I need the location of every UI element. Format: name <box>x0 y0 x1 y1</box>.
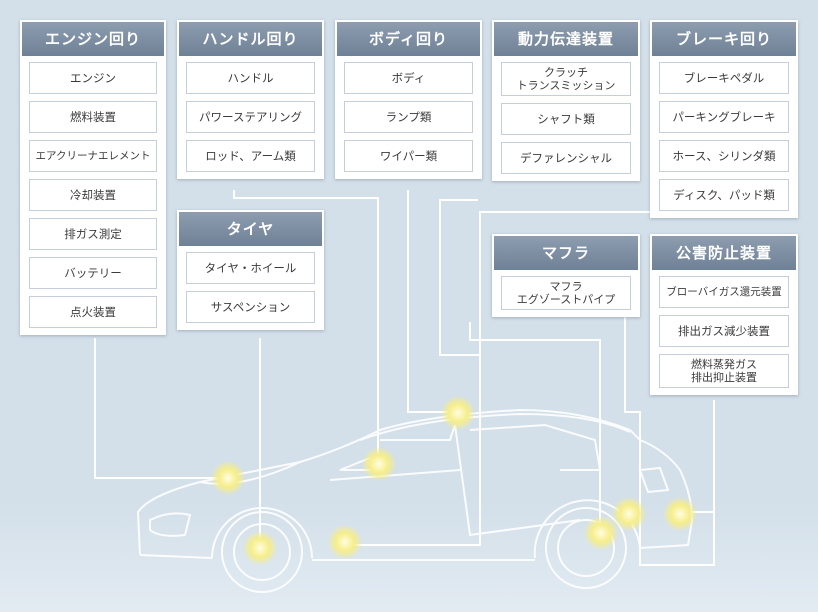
highlight-emission <box>663 497 697 531</box>
panel-title: ボディ回り <box>337 22 480 56</box>
list-item[interactable]: パーキングブレーキ <box>659 101 789 133</box>
list-item[interactable]: 排ガス測定 <box>29 218 157 250</box>
list-item[interactable]: ランプ類 <box>344 101 473 133</box>
list-item[interactable]: エンジン <box>29 62 157 94</box>
panel-muffler: マフラ マフラ エグゾーストパイプ <box>492 234 640 317</box>
list-item[interactable]: ブレーキペダル <box>659 62 789 94</box>
highlight-engine <box>211 461 245 495</box>
list-item[interactable]: サスペンション <box>186 291 315 323</box>
list-item[interactable]: バッテリー <box>29 257 157 289</box>
list-item[interactable]: 燃料蒸発ガス 排出抑止装置 <box>659 354 789 388</box>
list-item[interactable]: マフラ エグゾーストパイプ <box>501 276 631 310</box>
highlight-tire <box>243 531 277 565</box>
list-item[interactable]: 燃料装置 <box>29 101 157 133</box>
panel-title: エンジン回り <box>22 22 164 56</box>
list-item[interactable]: エアクリーナエレメント <box>29 140 157 172</box>
panel-title: ブレーキ回り <box>652 22 796 56</box>
list-item[interactable]: ハンドル <box>186 62 315 94</box>
panel-body: ボディ回り ボディ ランプ類 ワイパー類 <box>335 20 482 179</box>
highlight-handle <box>362 447 396 481</box>
list-item[interactable]: シャフト類 <box>501 103 631 135</box>
list-item[interactable]: タイヤ・ホイール <box>186 252 315 284</box>
panel-emission: 公害防止装置 ブローバイガス還元装置 排出ガス減少装置 燃料蒸発ガス 排出抑止装… <box>650 234 798 395</box>
highlight-body <box>441 396 475 430</box>
panel-title: 公害防止装置 <box>652 236 796 270</box>
highlight-drivetrain <box>328 525 362 559</box>
panel-handle: ハンドル回り ハンドル パワーステアリング ロッド、アーム類 <box>177 20 324 179</box>
panel-tire: タイヤ タイヤ・ホイール サスペンション <box>177 210 324 330</box>
list-item[interactable]: パワーステアリング <box>186 101 315 133</box>
list-item[interactable]: ホース、シリンダ類 <box>659 140 789 172</box>
list-item[interactable]: ボディ <box>344 62 473 94</box>
panel-title: マフラ <box>494 236 638 270</box>
list-item[interactable]: ディスク、パッド類 <box>659 179 789 211</box>
panel-title: ハンドル回り <box>179 22 322 56</box>
list-item[interactable]: ブローバイガス還元装置 <box>659 276 789 308</box>
list-item[interactable]: 点火装置 <box>29 296 157 328</box>
list-item[interactable]: ロッド、アーム類 <box>186 140 315 172</box>
list-item[interactable]: 排出ガス減少装置 <box>659 315 789 347</box>
list-item[interactable]: ワイパー類 <box>344 140 473 172</box>
highlight-muffler <box>584 516 618 550</box>
list-item[interactable]: クラッチ トランスミッション <box>501 62 631 96</box>
list-item[interactable]: デファレンシャル <box>501 142 631 174</box>
highlight-brake <box>612 497 646 531</box>
list-item[interactable]: 冷却装置 <box>29 179 157 211</box>
panel-title: 動力伝達装置 <box>494 22 638 56</box>
panel-drivetrain: 動力伝達装置 クラッチ トランスミッション シャフト類 デファレンシャル <box>492 20 640 181</box>
panel-brake: ブレーキ回り ブレーキペダル パーキングブレーキ ホース、シリンダ類 ディスク、… <box>650 20 798 218</box>
panel-engine: エンジン回り エンジン 燃料装置 エアクリーナエレメント 冷却装置 排ガス測定 … <box>20 20 166 335</box>
panel-title: タイヤ <box>179 212 322 246</box>
